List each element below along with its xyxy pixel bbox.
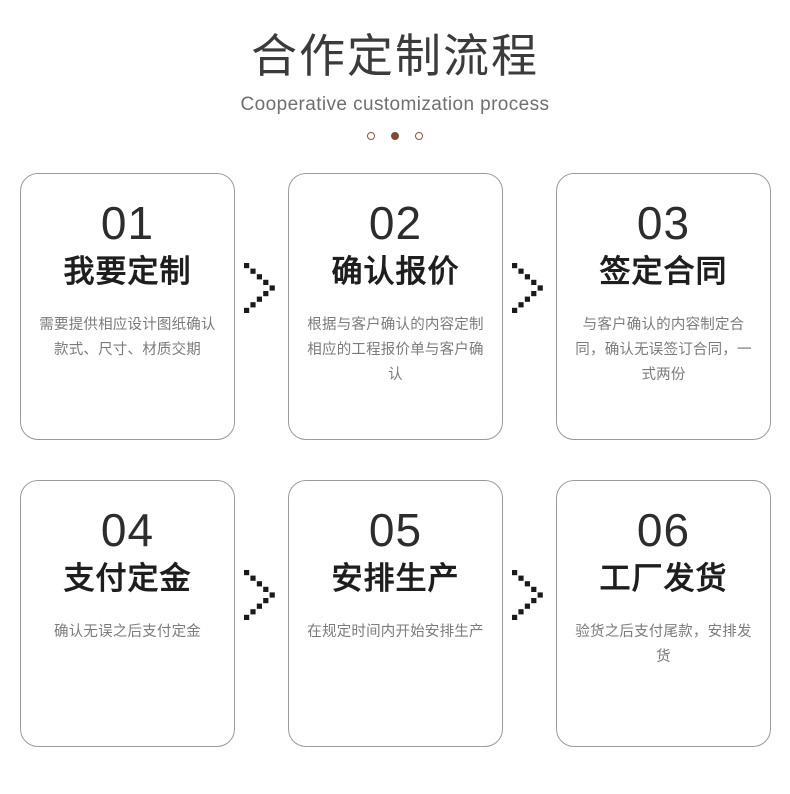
step-number: 05: [368, 504, 423, 556]
step-connector-2: [503, 173, 556, 440]
step-card-05[interactable]: 05 安排生产 在规定时间内开始安排生产: [288, 480, 503, 747]
step-heading: 签定合同: [599, 254, 728, 289]
chevron-right-dotted-icon: [244, 570, 275, 620]
step-heading: 工厂发货: [599, 561, 728, 596]
step-number: 02: [368, 197, 423, 249]
chevron-right-dotted-icon: [512, 263, 543, 313]
row-left-spacer: [0, 173, 20, 440]
step-card-01[interactable]: 01 我要定制 需要提供相应设计图纸确认款式、尺寸、材质交期: [20, 173, 235, 440]
chevron-right-dotted-icon: [244, 263, 275, 313]
step-description: 验货之后支付尾款，安排发货: [575, 624, 752, 665]
process-steps-row-1: 01 我要定制 需要提供相应设计图纸确认款式、尺寸、材质交期: [0, 173, 790, 440]
row-left-spacer: [0, 480, 20, 747]
pager-dot-3-icon[interactable]: [415, 132, 423, 140]
step-card-02[interactable]: 02 确认报价 根据与客户确认的内容定制相应的工程报价单与客户确认: [288, 173, 503, 440]
pager-dot-2-icon[interactable]: [391, 132, 399, 140]
step-connector-3: [235, 480, 288, 747]
step-card-03[interactable]: 03 签定合同 与客户确认的内容制定合同，确认无误签订合同，一式两份: [556, 173, 771, 440]
step-number: 03: [636, 197, 691, 249]
step-connector-4: [503, 480, 556, 747]
step-number: 06: [636, 504, 691, 556]
step-heading: 支付定金: [63, 561, 192, 596]
step-heading: 安排生产: [331, 561, 460, 596]
step-description: 需要提供相应设计图纸确认款式、尺寸、材质交期: [39, 317, 216, 358]
process-steps-grid: 01 我要定制 需要提供相应设计图纸确认款式、尺寸、材质交期: [0, 173, 790, 787]
step-card-06[interactable]: 06 工厂发货 验货之后支付尾款，安排发货: [556, 480, 771, 747]
chevron-right-dotted-icon: [512, 570, 543, 620]
pager-dot-1-icon[interactable]: [367, 132, 375, 140]
step-heading: 我要定制: [63, 254, 192, 289]
step-number: 01: [100, 197, 155, 249]
page-header: 合作定制流程 Cooperative customization process: [0, 0, 790, 142]
step-description: 与客户确认的内容制定合同，确认无误签订合同，一式两份: [575, 317, 752, 383]
process-steps-row-2: 04 支付定金 确认无误之后支付定金 05 安: [0, 480, 790, 747]
step-number: 04: [100, 504, 155, 556]
page-subtitle: Cooperative customization process: [240, 94, 550, 115]
step-description: 在规定时间内开始安排生产: [307, 624, 484, 640]
step-description: 根据与客户确认的内容定制相应的工程报价单与客户确认: [307, 317, 484, 383]
step-description: 确认无误之后支付定金: [54, 624, 201, 640]
step-heading: 确认报价: [331, 254, 460, 289]
step-connector-1: [235, 173, 288, 440]
page-title: 合作定制流程: [251, 30, 539, 82]
pager-dots: [0, 130, 790, 142]
step-card-04[interactable]: 04 支付定金 确认无误之后支付定金: [20, 480, 235, 747]
